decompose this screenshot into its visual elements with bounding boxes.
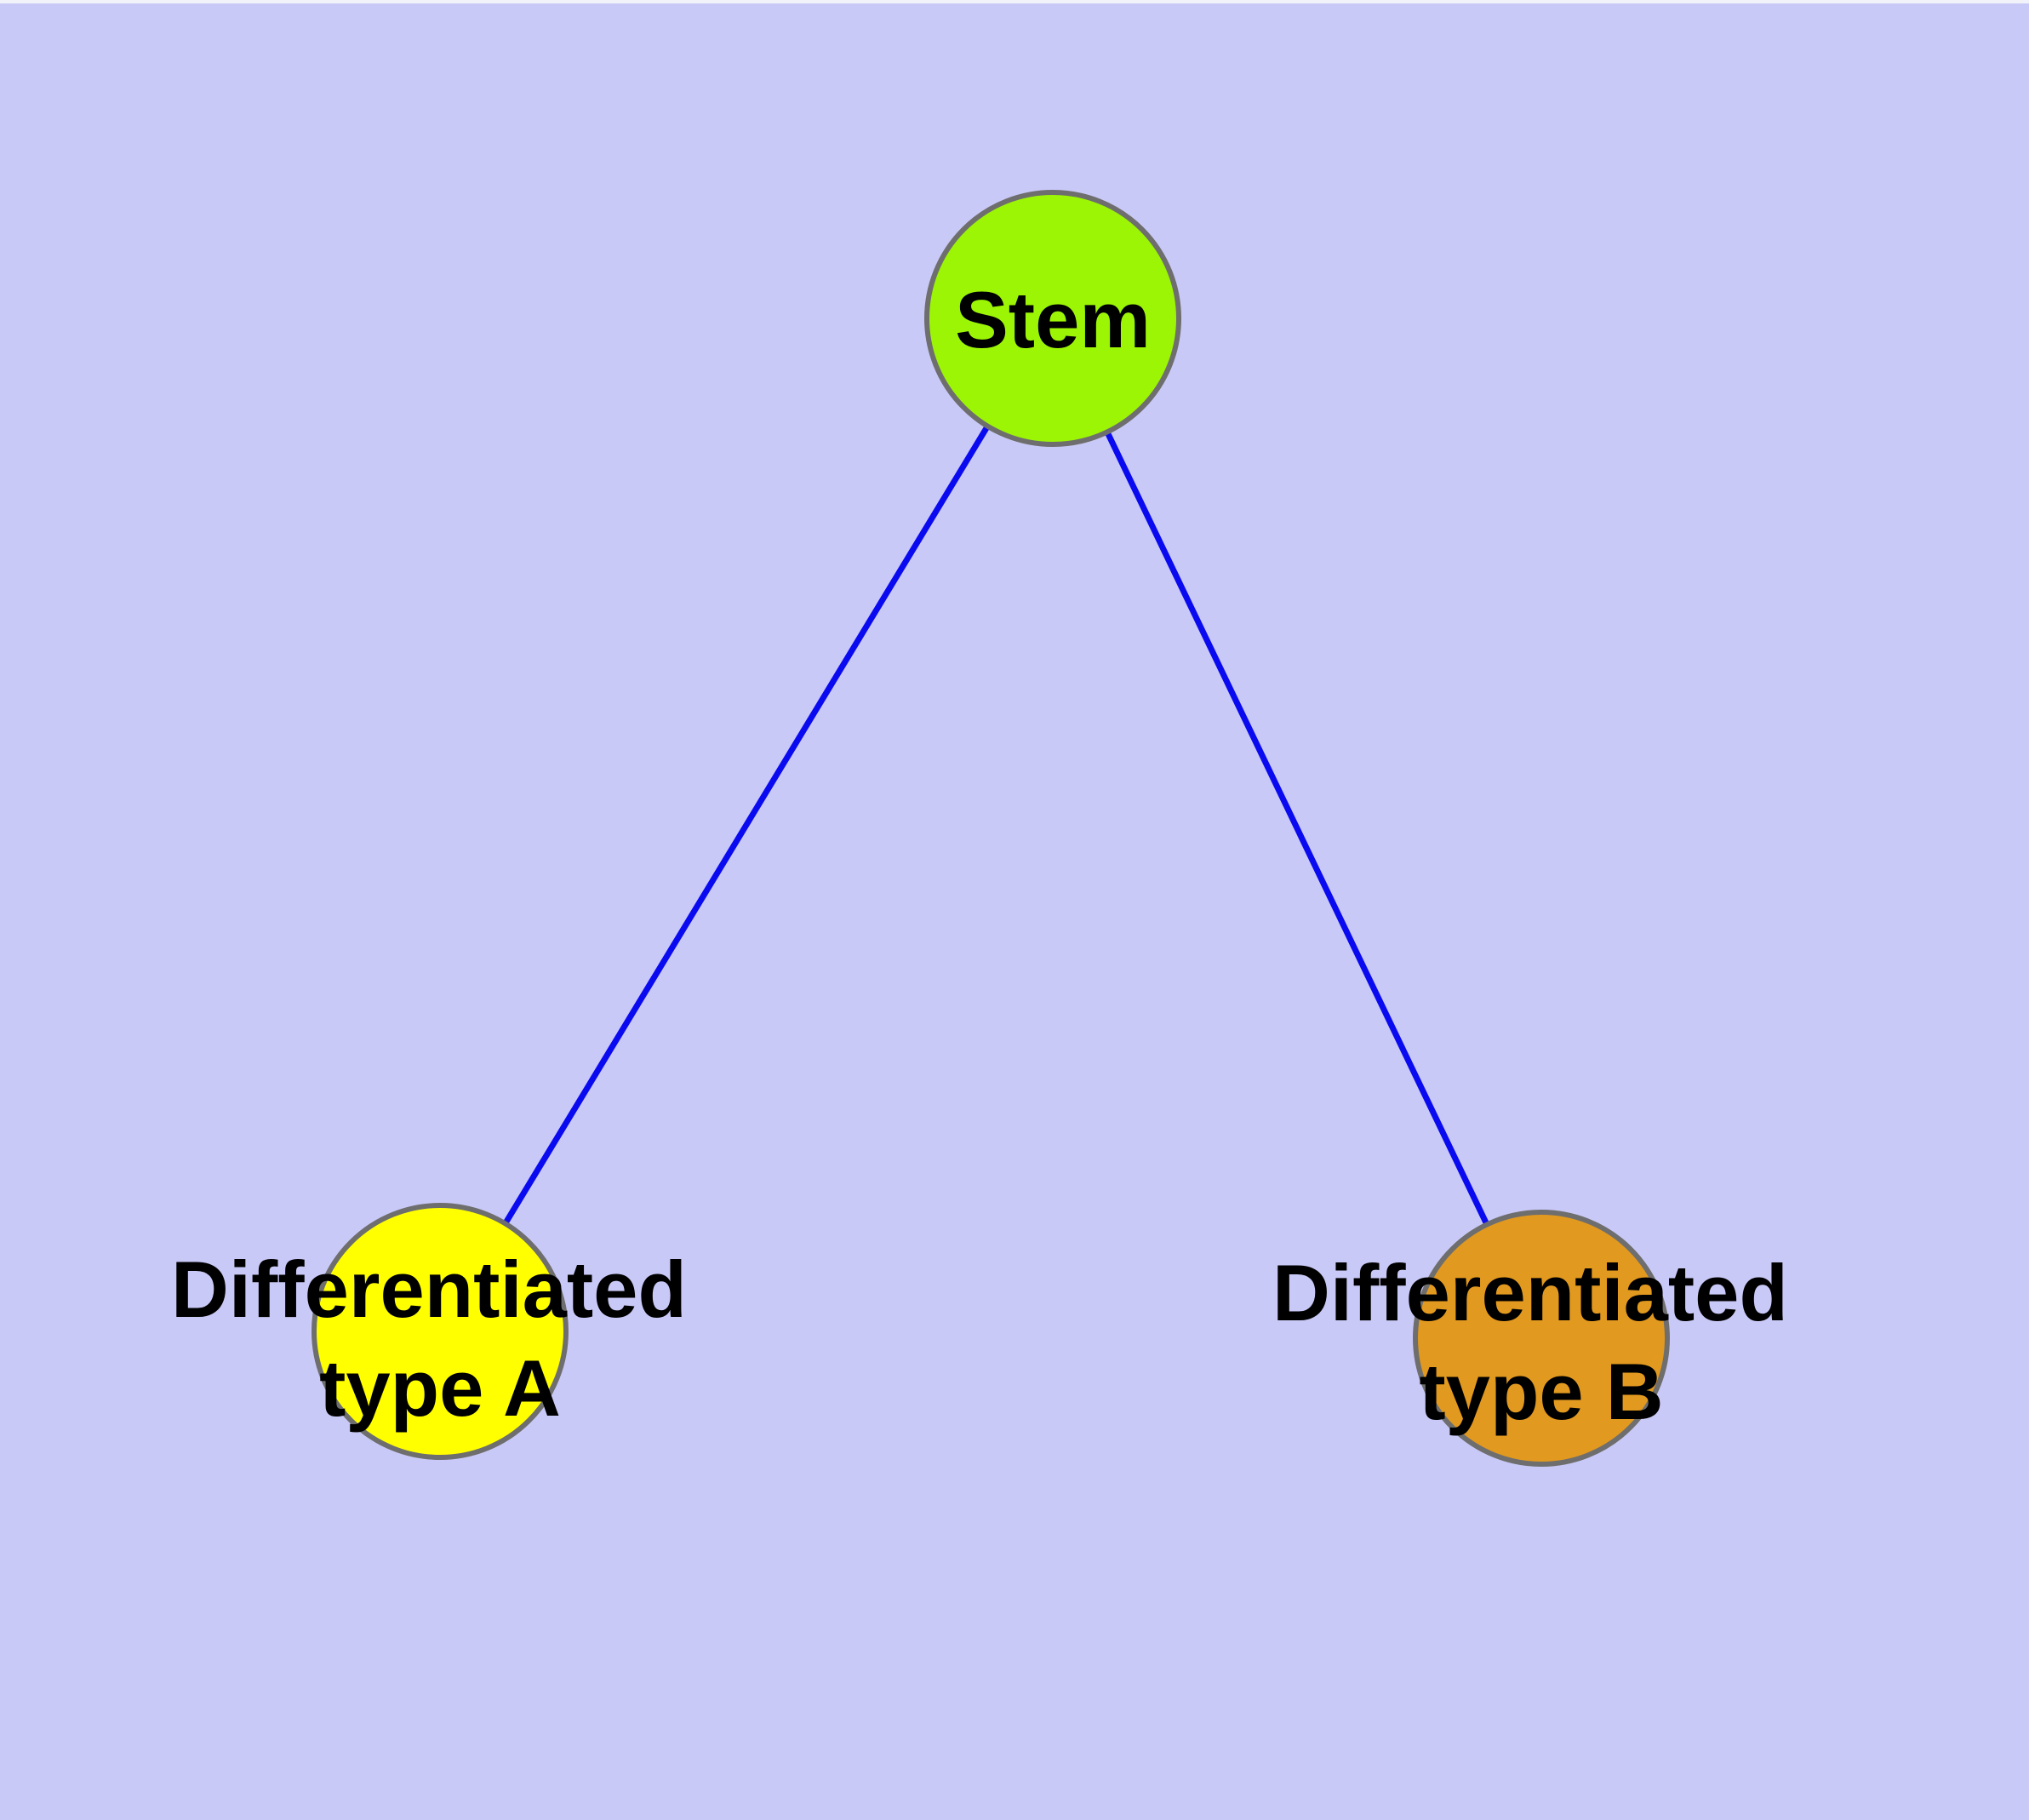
top-edge-strip (0, 0, 2029, 3)
node-differentiated-type-a (311, 1203, 569, 1460)
node-b-label-line2: type B (1419, 1347, 1663, 1436)
node-differentiated-type-b (1413, 1210, 1670, 1467)
node-stem-label: Stem (955, 275, 1151, 364)
node-b-label-line1: Differentiated (1272, 1248, 1788, 1337)
node-differentiated-type-a-label: Differentiated type A (171, 1245, 709, 1433)
edge-stem-to-type-a (437, 317, 1055, 1333)
node-stem (924, 190, 1181, 447)
node-stem-label-line1: Stem (955, 275, 1151, 364)
node-a-label-line1: Differentiated (171, 1245, 687, 1334)
node-a-label-line2: type A (319, 1343, 561, 1433)
node-differentiated-type-b-label: Differentiated type B (1272, 1248, 1810, 1436)
edge-stem-to-type-b (1049, 317, 1545, 1340)
